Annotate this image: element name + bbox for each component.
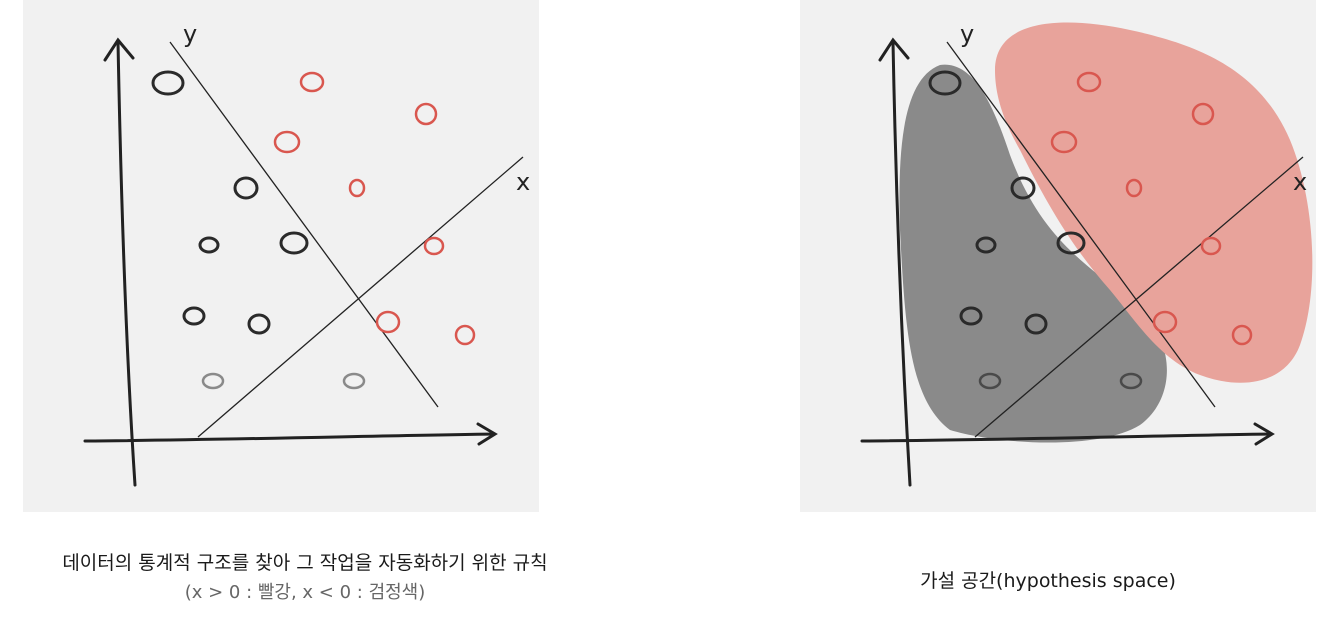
red-point (299, 71, 325, 93)
right-axes (860, 37, 1275, 487)
black-point (928, 70, 962, 96)
left-diagram: y x (83, 20, 530, 487)
red-hypothesis-region (995, 22, 1313, 383)
black-point (975, 236, 997, 254)
red-point (1152, 310, 1178, 334)
right-y-line (946, 41, 1216, 408)
black-point (1010, 176, 1036, 200)
left-horizontal-axis (83, 432, 495, 443)
left-x-label: x (516, 168, 530, 196)
right-grey-points (978, 372, 1143, 390)
red-point (414, 102, 438, 126)
right-x-label: x (1293, 168, 1307, 196)
right-x-line (974, 156, 1304, 438)
grey-point (201, 372, 225, 390)
left-x-line (197, 156, 524, 438)
left-horizontal-arrowhead (476, 422, 498, 446)
caption-left: 데이터의 통계적 구조를 찾아 그 작업을 자동화하기 위한 규칙 (x > 0… (0, 548, 610, 608)
red-point (1125, 178, 1143, 198)
black-point (198, 236, 220, 254)
caption-right: 가설 공간(hypothesis space) (800, 566, 1296, 596)
black-point (233, 176, 259, 200)
left-red-points (273, 71, 476, 346)
red-point (348, 178, 366, 198)
right-red-points (1050, 71, 1253, 346)
right-black-points (928, 70, 1086, 335)
right-y-label: y (960, 20, 974, 48)
left-black-points (151, 70, 309, 335)
grey-point (978, 372, 1002, 390)
black-point (1024, 313, 1048, 335)
left-y-label: y (183, 20, 197, 48)
black-point (182, 306, 206, 326)
black-point (247, 313, 271, 335)
caption-right-text: 가설 공간(hypothesis space) (920, 570, 1176, 592)
grey-point (342, 372, 366, 390)
caption-left-line2: (x > 0 : 빨강, x < 0 : 검정색) (184, 582, 426, 603)
right-diagram: y x (860, 20, 1313, 487)
red-point (423, 236, 445, 256)
right-horizontal-axis (860, 432, 1272, 443)
left-vertical-arrowhead (103, 37, 135, 62)
right-horizontal-arrowhead (1253, 422, 1275, 446)
caption-left-line1: 데이터의 통계적 구조를 찾아 그 작업을 자동화하기 위한 규칙 (62, 552, 548, 574)
black-point (151, 70, 185, 96)
right-panel: y x (800, 0, 1316, 512)
left-grey-points (201, 372, 366, 390)
red-point (1231, 324, 1253, 346)
left-axes (83, 37, 498, 487)
right-vertical-arrowhead (878, 37, 910, 62)
left-y-line (169, 41, 439, 408)
red-point (1200, 236, 1222, 256)
black-point (1056, 231, 1086, 255)
dark-hypothesis-region (899, 64, 1167, 443)
right-vertical-axis (891, 40, 912, 487)
black-point (959, 306, 983, 326)
red-point (1050, 130, 1078, 154)
red-point (273, 130, 301, 154)
red-point (375, 310, 401, 334)
left-vertical-axis (116, 40, 137, 487)
red-point (1191, 102, 1215, 126)
red-point (1076, 71, 1102, 93)
grey-point (1119, 372, 1143, 390)
left-panel: y x (23, 0, 539, 512)
black-point (279, 231, 309, 255)
red-point (454, 324, 476, 346)
